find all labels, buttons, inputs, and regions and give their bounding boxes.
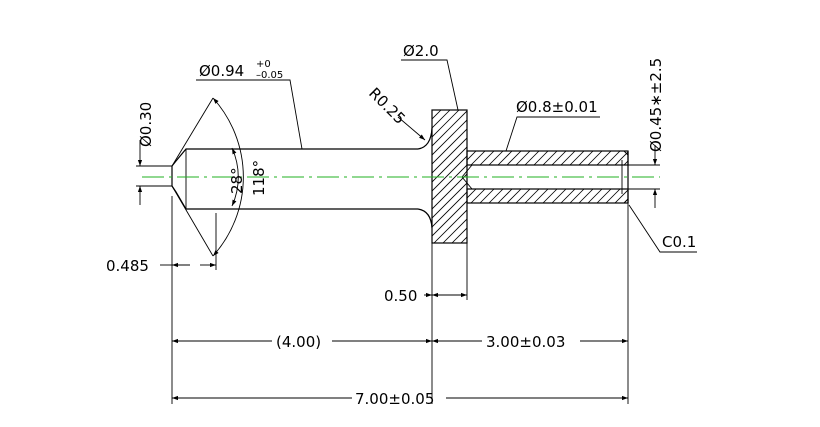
dim-tip-diameter: Ø0.30 xyxy=(136,102,172,205)
end-diameter-label: Ø0.45∗±2.5 xyxy=(647,58,665,152)
hatch-line xyxy=(533,189,549,203)
hatch-line xyxy=(614,189,628,203)
dim-tip-length: 0.485 xyxy=(106,196,217,404)
hatch-line xyxy=(497,151,513,165)
angle-118-label: 118° xyxy=(250,160,268,196)
tube-wall-bottom xyxy=(466,188,629,204)
hatch-line xyxy=(551,151,567,165)
hatch-line xyxy=(515,151,531,165)
hatch-line xyxy=(605,151,621,165)
hatch-line xyxy=(560,189,576,203)
hatch-line xyxy=(467,151,477,161)
hatch-line xyxy=(623,160,628,165)
fillet-upper xyxy=(417,127,433,150)
hatch-line xyxy=(524,151,540,165)
shank-tol-upper: +0 xyxy=(256,59,271,70)
shank-tol-lower: –0.05 xyxy=(256,70,283,81)
dim-cone-angles: 28° 118° xyxy=(171,97,268,257)
hatch-line xyxy=(488,189,504,203)
hatch-line xyxy=(432,110,467,147)
angle-28-label: 28° xyxy=(228,167,246,194)
dim-right-length: 3.00±0.03 xyxy=(432,203,629,404)
hatch-line xyxy=(432,110,460,138)
hatch-line xyxy=(515,189,531,203)
hatch-line xyxy=(542,151,558,165)
hatch-line xyxy=(524,189,540,203)
flange-diameter-label: Ø2.0 xyxy=(403,42,439,60)
hatch-line xyxy=(596,189,612,203)
dim-flange-diameter: Ø2.0 xyxy=(401,42,459,111)
hatch-line xyxy=(633,151,647,165)
hatch-line xyxy=(432,128,467,165)
hatch-line xyxy=(578,189,594,203)
hatch-line xyxy=(587,189,603,203)
shank-diameter-label: Ø0.94 xyxy=(199,62,244,80)
hatch-line xyxy=(623,198,628,203)
tip-diameter-label: Ø0.30 xyxy=(137,102,155,147)
tube-section xyxy=(466,150,647,204)
hatch-line xyxy=(488,151,504,165)
tip-length-label: 0.485 xyxy=(106,257,149,275)
hatch-line xyxy=(533,151,549,165)
hatch-line xyxy=(467,189,468,190)
dim-end-diameter: Ø0.45∗±2.5 xyxy=(628,58,665,208)
dim-bore-diameter: Ø0.8±0.01 xyxy=(505,98,600,152)
hatch-line xyxy=(587,151,603,165)
hatch-line xyxy=(569,189,585,203)
hatch-line xyxy=(442,218,467,243)
hatch-line xyxy=(551,189,567,203)
dim-total-length: 7.00±0.05 xyxy=(172,390,628,408)
total-length-label: 7.00±0.05 xyxy=(355,390,434,408)
hatch-line xyxy=(479,151,495,165)
hatch-line xyxy=(605,189,621,203)
dim-fillet-radius: R0.25 xyxy=(365,84,426,141)
hatch-line xyxy=(506,151,522,165)
hatch-line xyxy=(433,209,467,243)
hatch-line xyxy=(560,151,576,165)
chamfer-line-top xyxy=(623,150,629,156)
hatch-line xyxy=(432,200,467,237)
hatch-line xyxy=(569,151,585,165)
hatch-line xyxy=(470,151,486,165)
bore-diameter-label: Ø0.8±0.01 xyxy=(516,98,598,116)
hatch-line xyxy=(633,189,647,203)
hatch-line xyxy=(470,189,486,203)
hatch-line xyxy=(596,151,612,165)
tube-wall-top xyxy=(466,150,629,166)
chamfer-label: C0.1 xyxy=(662,233,696,251)
hatch-line xyxy=(432,155,467,192)
dim-chamfer: C0.1 xyxy=(628,204,697,253)
flange-thickness-label: 0.50 xyxy=(384,287,417,305)
right-length-label: 3.00±0.03 xyxy=(486,333,565,351)
dim-shank-diameter: Ø0.94 +0 –0.05 xyxy=(196,59,303,150)
hatch-line xyxy=(479,189,495,203)
hatch-line xyxy=(506,189,522,203)
hatch-line xyxy=(578,151,594,165)
hatch-line xyxy=(542,189,558,203)
hatch-line xyxy=(614,151,628,165)
hatch-line xyxy=(432,191,467,228)
fillet-lower xyxy=(417,208,433,229)
hatch-line xyxy=(497,189,513,203)
dim-flange-thickness: 0.50 xyxy=(384,243,468,404)
radius-label: R0.25 xyxy=(365,84,409,128)
hatch-line xyxy=(432,119,467,156)
dim-left-length: (4.00) xyxy=(172,333,432,351)
hatch-line xyxy=(432,164,467,201)
left-length-label: (4.00) xyxy=(276,333,321,351)
hatch-line xyxy=(467,189,477,199)
